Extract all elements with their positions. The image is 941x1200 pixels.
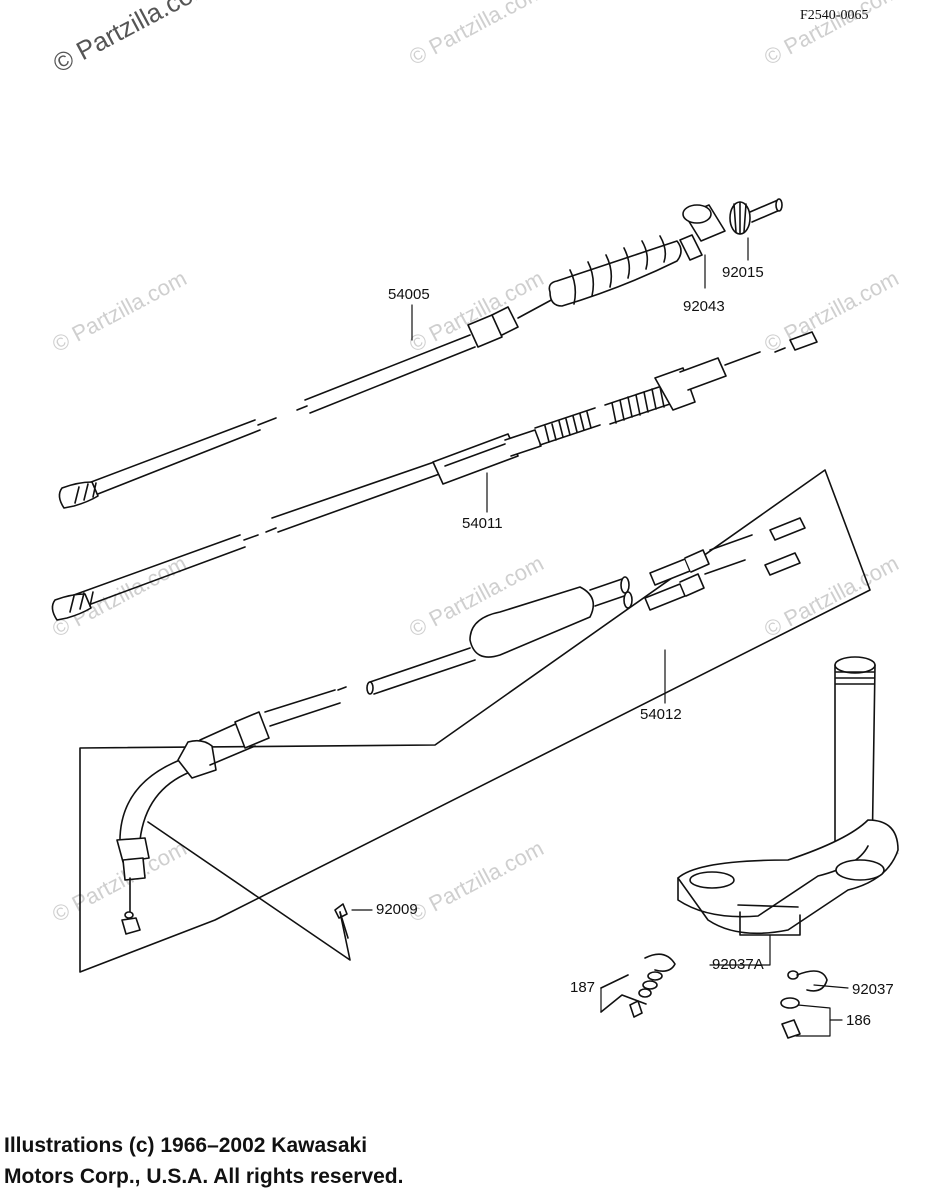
part-label-54012: 54012	[640, 706, 682, 723]
part-label-186: 186	[846, 1012, 872, 1029]
diagram-code: F2540-0065	[800, 8, 869, 23]
part-label-187: 187	[570, 979, 596, 996]
part-label-92043: 92043	[683, 298, 725, 315]
part-label-54005: 54005	[388, 286, 430, 303]
cable-54011	[51, 331, 818, 621]
cable-54005	[58, 198, 783, 509]
cable-54012-group	[79, 469, 871, 973]
small-parts	[600, 953, 828, 1039]
part-label-92037: 92037	[852, 981, 894, 998]
copyright-line-1: Illustrations (c) 1966–2002 Kawasaki	[4, 1134, 368, 1157]
part-label-54011: 54011	[462, 515, 503, 532]
copyright-notice: Illustrations (c) 1966–2002 Kawasaki Mot…	[4, 1130, 403, 1192]
leader-lines	[351, 237, 849, 1037]
part-label-92009: 92009	[376, 901, 418, 918]
part-label-92037A: 92037A	[712, 956, 764, 973]
part-label-92015: 92015	[722, 264, 764, 281]
steering-stem	[677, 656, 899, 936]
copyright-line-2: Motors Corp., U.S.A. All rights reserved…	[4, 1165, 404, 1188]
